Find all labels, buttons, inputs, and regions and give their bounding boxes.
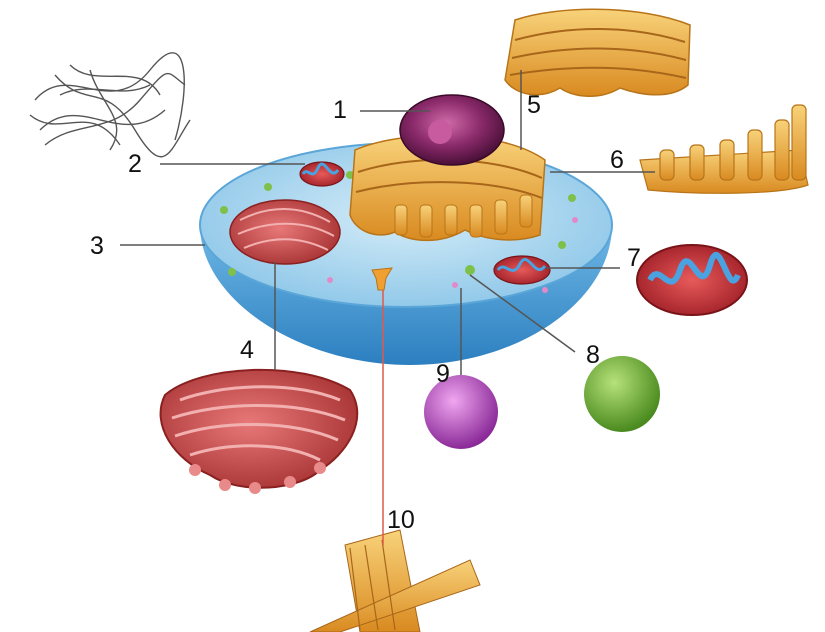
label-1: 1 [333,96,347,124]
label-2: 2 [128,150,142,178]
mitochondrion-small-icon [300,162,344,186]
label-8: 8 [586,341,600,369]
er-icon [161,370,358,494]
mitochondrion-icon [637,245,747,315]
label-6: 6 [610,146,624,174]
label-7: 7 [627,244,641,272]
microtubule-icon [640,105,808,193]
label-9: 9 [436,360,450,388]
label-4: 4 [240,336,254,364]
label-3: 3 [90,232,104,260]
fibers-icon [30,53,190,157]
cytoskeleton-bundle-icon [310,530,480,632]
er-inner-icon [230,200,340,264]
label-5: 5 [527,91,541,119]
golgi-icon [505,9,690,96]
label-10: 10 [387,506,415,534]
mitochondrion-small-icon-2 [494,256,550,284]
nucleus-icon [400,95,504,165]
